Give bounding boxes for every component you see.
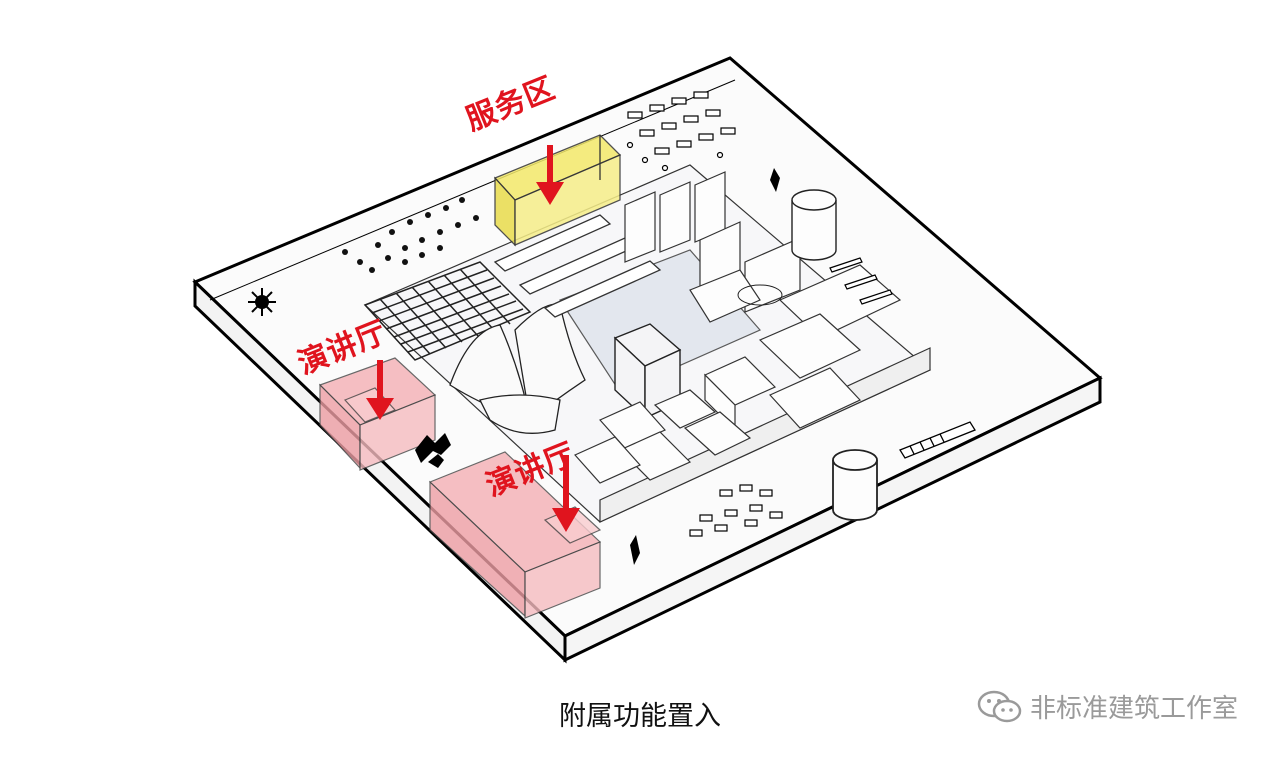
stair-element: [899, 421, 976, 459]
cylinder-right-bottom: [832, 449, 878, 521]
arrow-service: [536, 145, 564, 205]
tables-cluster-bottom: [689, 484, 783, 537]
arrow-lecture-left: [366, 360, 394, 420]
watermark-text: 非标准建筑工作室: [1029, 694, 1238, 724]
benches-right: [829, 257, 893, 305]
wechat-icon: [977, 690, 1022, 722]
arrow-lecture-front: [552, 455, 580, 532]
lecture-hall-front: [428, 451, 602, 619]
figure-caption: 附属功能置入: [559, 701, 721, 732]
round-table: [737, 284, 783, 306]
service-zone: [493, 134, 622, 247]
watermark: 非标准建筑工作室: [976, 688, 1238, 725]
people-figures: [415, 168, 780, 565]
partition-walls: [624, 171, 902, 379]
cylinder-right-top: [791, 189, 837, 261]
grid-structure: [363, 261, 532, 361]
furniture-cluster-top: [626, 91, 736, 172]
curved-forms: [449, 303, 586, 434]
long-bars: [493, 214, 662, 318]
lower-rooms: [574, 356, 862, 484]
tree-symbol: [248, 288, 276, 316]
chairs-cluster: [342, 197, 479, 273]
